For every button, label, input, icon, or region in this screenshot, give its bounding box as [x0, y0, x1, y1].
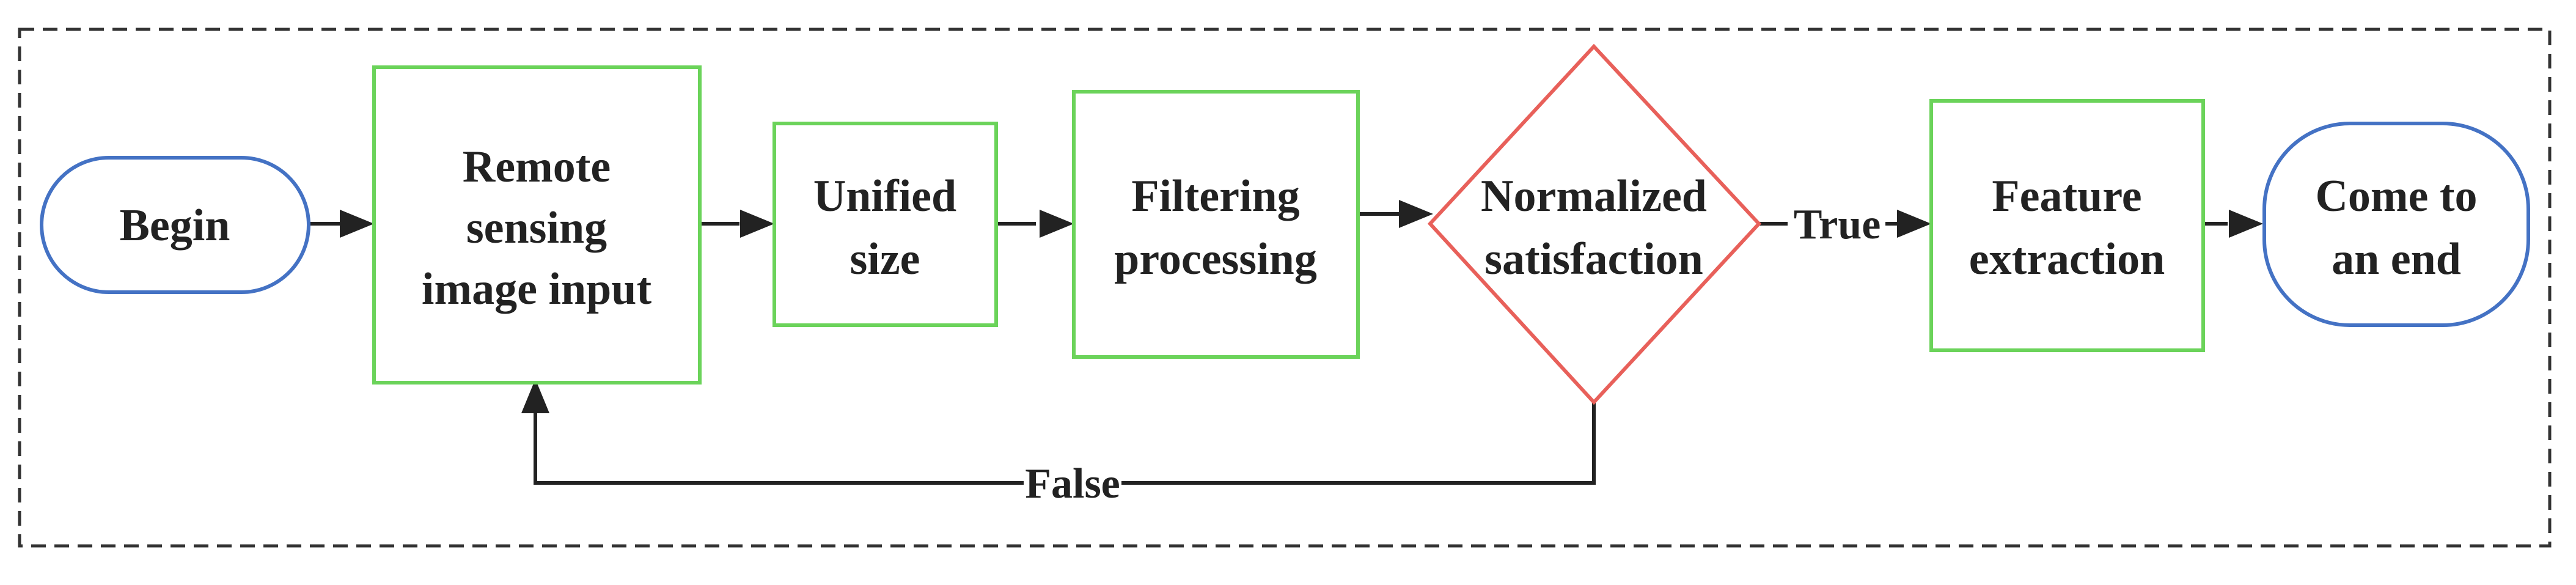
process-shape	[1072, 90, 1360, 359]
process-shape	[1929, 99, 2205, 352]
node-unified-size-label-2: size	[849, 234, 920, 284]
node-image-input: Remote sensing image input	[372, 65, 702, 384]
node-decision-label-2: satisfaction	[1484, 234, 1703, 284]
edge-label-false: False	[1025, 460, 1120, 507]
node-feature-label-2: extraction	[1969, 234, 2165, 284]
node-end-label-2: an end	[2332, 234, 2461, 284]
arrowhead-input-loop	[521, 379, 549, 413]
process-shape	[772, 122, 998, 327]
terminal-shape	[40, 156, 310, 294]
edge-decision-false-b	[534, 407, 1024, 485]
node-decision-label-1: Normalized	[1481, 171, 1707, 221]
node-feature-label-1: Feature	[1992, 171, 2141, 221]
arrowhead-unified	[740, 210, 774, 238]
node-begin: Begin	[40, 156, 310, 294]
arrowheads	[340, 200, 2263, 413]
edge-decision-false	[1121, 402, 1596, 485]
arrowhead-input	[340, 210, 374, 238]
node-feature-extraction: Feature extraction	[1929, 99, 2205, 352]
arrowhead-feature	[1897, 210, 1931, 238]
node-end: Come to an end	[2262, 122, 2530, 327]
node-filtering-processing: Filtering processing	[1072, 90, 1360, 359]
decision-shape	[1427, 43, 1762, 405]
node-decision: Normalized satisfaction	[1427, 43, 1762, 405]
node-image-input-label-2: sensing	[466, 203, 607, 253]
node-end-label-1: Come to	[2315, 171, 2477, 221]
dashed-frame	[18, 28, 2552, 548]
arrowhead-decision	[1399, 200, 1433, 228]
node-begin-label: Begin	[120, 201, 230, 251]
arrowhead-end	[2229, 210, 2263, 238]
node-unified-size-label-1: Unified	[813, 171, 956, 221]
edge-label-true: True	[1794, 201, 1881, 248]
node-image-input-label-1: Remote	[463, 142, 611, 192]
node-filtering-label-1: Filtering	[1131, 171, 1299, 221]
node-filtering-label-2: processing	[1114, 234, 1317, 284]
edges	[309, 212, 2228, 485]
arrowhead-filtering	[1040, 210, 1074, 238]
process-shape	[372, 65, 702, 384]
terminal-shape	[2262, 122, 2530, 327]
node-image-input-label-3: image input	[422, 264, 652, 314]
node-unified-size: Unified size	[772, 122, 998, 327]
